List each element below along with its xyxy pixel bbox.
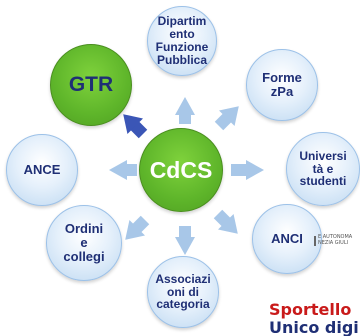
node-dipartimento: Dipartim ento Funzione Pubblica [147, 6, 217, 76]
arrow-down-right-icon [213, 209, 246, 242]
node-anci: ANCI [252, 204, 322, 274]
node-cdcs-center: CdCS [139, 128, 223, 212]
arrow-down-icon [175, 237, 195, 255]
node-ance: ANCE [6, 134, 78, 206]
arrow-right-icon [246, 160, 264, 180]
region-logo-text: E AUTONOMA NEZIA GIULI [318, 234, 353, 246]
arrow-down-left-icon [117, 215, 150, 248]
node-universita-label: Universi tà e studenti [299, 148, 347, 189]
node-gtr-label: GTR [68, 72, 114, 96]
logo-unico: Unico digi [269, 318, 359, 336]
node-ordini: Ordini e collegi [46, 205, 122, 281]
node-formez-label: Forme zPa [262, 69, 302, 99]
node-anci-label: ANCI [271, 230, 303, 246]
node-ordini-label: Ordini e collegi [63, 220, 105, 265]
node-cdcs-label: CdCS [149, 156, 213, 183]
logo-divider [314, 236, 316, 246]
node-dipartimento-label: Dipartim ento Funzione Pubblica [155, 14, 209, 67]
node-associazioni-label: Associazi oni di categoria [155, 271, 211, 312]
arrow-up-icon [175, 97, 195, 115]
arrow-left-stem [126, 164, 137, 176]
arrow-up-stem [179, 114, 191, 124]
arrow-down-stem [179, 226, 191, 237]
node-associazioni: Associazi oni di categoria [147, 256, 219, 328]
logo-sportello: Sportello [269, 300, 352, 319]
arrow-up-right-icon [214, 98, 247, 131]
node-formez: Forme zPa [246, 49, 318, 121]
arrow-up-left-highlight-icon [115, 106, 148, 139]
node-ance-label: ANCE [23, 161, 61, 177]
arrow-right-stem [231, 164, 246, 176]
node-gtr: GTR [50, 44, 132, 126]
arrow-left-icon [109, 160, 127, 180]
node-universita: Universi tà e studenti [286, 132, 360, 206]
